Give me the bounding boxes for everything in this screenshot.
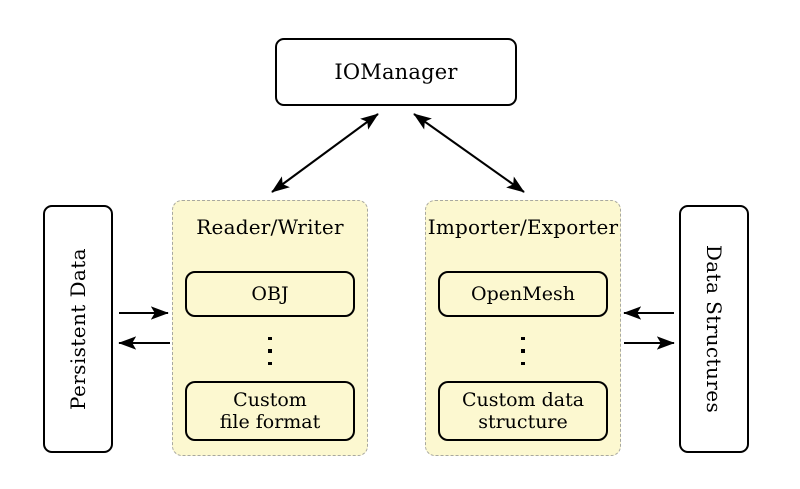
arrow-manager-to-reader-writer — [271, 113, 379, 193]
persistent-data-label: Persistent Data — [66, 248, 91, 410]
iomanager-label: IOManager — [334, 60, 458, 84]
item-obj[interactable]: OBJ — [185, 271, 355, 317]
data-structures-label: Data Structures — [702, 244, 726, 414]
item-openmesh-label: OpenMesh — [471, 282, 575, 305]
item-obj-label: OBJ — [251, 282, 289, 305]
reader-writer-ellipsis-icon — [173, 327, 367, 375]
node-data-structures[interactable]: Data Structures — [679, 205, 749, 453]
node-iomanager[interactable]: IOManager — [275, 38, 517, 106]
importer-exporter-ellipsis-icon — [426, 327, 620, 375]
item-openmesh[interactable]: OpenMesh — [438, 271, 608, 317]
group-reader-writer-title: Reader/Writer — [196, 215, 344, 239]
arrow-manager-to-importer-exporter — [413, 113, 525, 193]
node-persistent-data[interactable]: Persistent Data — [43, 205, 113, 453]
group-importer-exporter-title: Importer/Exporter — [427, 215, 619, 239]
